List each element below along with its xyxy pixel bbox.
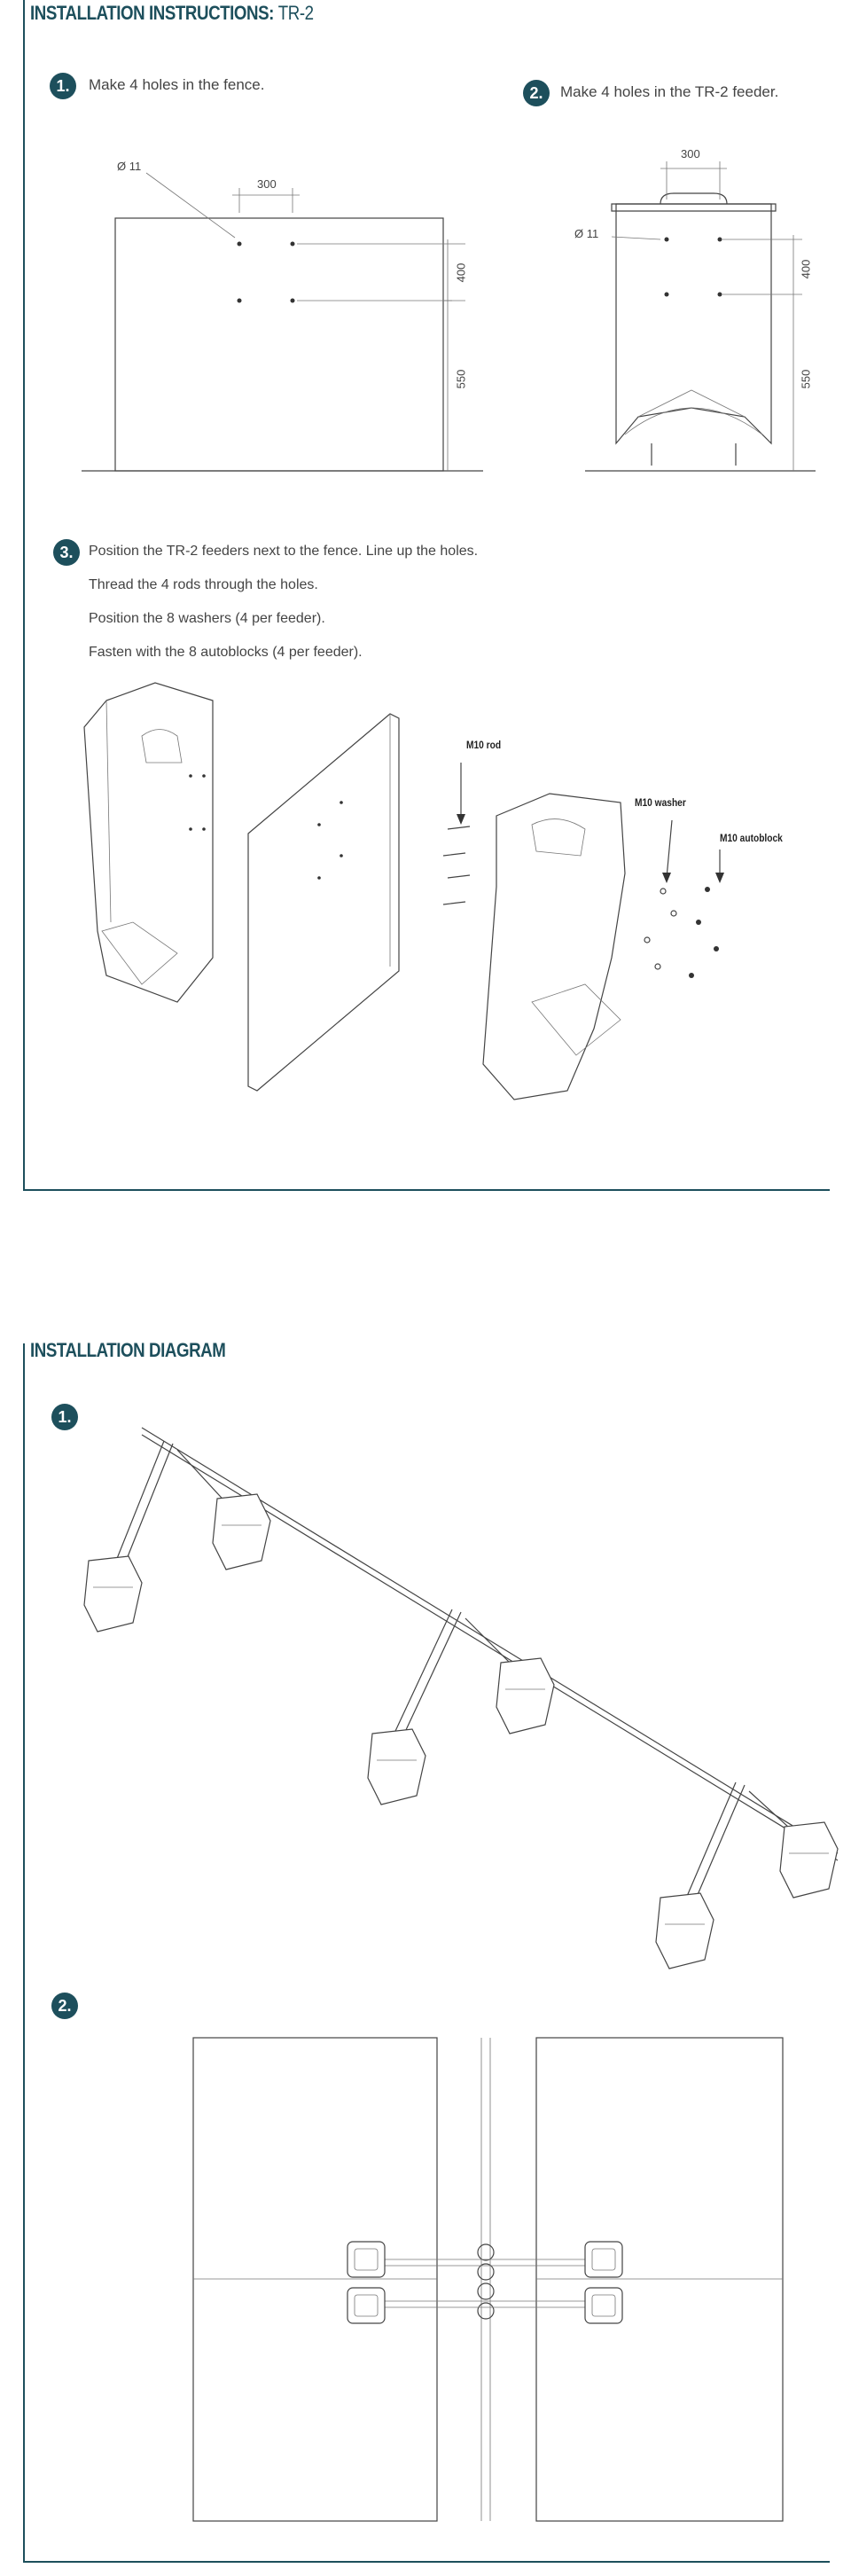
fence-hole [290, 298, 295, 303]
feeder-top-view [584, 2241, 623, 2278]
feeder-hole [717, 237, 722, 242]
rod-label: M10 rod [466, 739, 502, 751]
step2-badge: 2. [523, 80, 550, 106]
rods [442, 826, 471, 905]
feeder-unit [779, 1821, 839, 1899]
step1-text: Make 4 holes in the fence. [89, 76, 265, 93]
diagram1-badge: 1. [51, 1404, 78, 1430]
step3-line-4: Fasten with the 8 autoblocks (4 per feed… [89, 645, 363, 660]
feeder-hole-diagram [585, 161, 816, 472]
feeder-top-view [347, 2241, 386, 2278]
feeder-hole [664, 237, 669, 242]
section1-title: INSTALLATION INSTRUCTIONS: TR-2 [30, 2, 314, 24]
feeder-unit [367, 1728, 426, 1805]
isometric-installation-diagram [83, 1427, 839, 1969]
fence-hole-diagram [82, 172, 483, 472]
autoblocks [689, 887, 719, 978]
right-feeder [482, 793, 626, 1100]
fence-spacing-label: 300 [257, 177, 277, 191]
washer-label: M10 washer [635, 796, 686, 809]
section2-title: INSTALLATION DIAGRAM [30, 1339, 226, 1361]
step2-text: Make 4 holes in the TR-2 feeder. [560, 83, 779, 100]
feeder-unit [212, 1493, 271, 1570]
pen-left [192, 2037, 438, 2522]
step3-line-1: Position the TR-2 feeders next to the fe… [89, 544, 479, 559]
pen-right [535, 2037, 784, 2522]
step3-badge: 3. [53, 539, 80, 566]
feeder-unit [655, 1892, 714, 1969]
step3-line-2: Thread the 4 rods through the holes. [89, 577, 318, 592]
step1-badge: 1. [50, 73, 76, 99]
autoblock-label: M10 autoblock [720, 832, 783, 844]
feeder-hole [664, 292, 669, 297]
section2-bottom-rule [23, 2561, 830, 2563]
section1-bottom-rule [23, 1189, 830, 1191]
feeder-top-view [584, 2287, 623, 2324]
section1-left-rule [23, 0, 25, 1190]
step3-line-3: Position the 8 washers (4 per feeder). [89, 611, 325, 626]
feeder-body [615, 203, 772, 445]
feeder-spacing-label: 300 [681, 147, 700, 161]
fence-hole [237, 298, 242, 303]
fence-hole [237, 241, 242, 247]
feeder-hole [717, 292, 722, 297]
fence-hole [290, 241, 295, 247]
fence-diameter-label: Ø 11 [117, 160, 142, 173]
feeder-top-view [347, 2287, 386, 2324]
diagram2-badge: 2. [51, 1993, 78, 2019]
washers [644, 888, 677, 970]
feeder-diameter-label: Ø 11 [574, 227, 599, 240]
assembly-illustration [83, 682, 724, 1100]
feeder-unit [496, 1657, 555, 1734]
section2-left-rule [23, 1343, 25, 2563]
feeder-unit [83, 1555, 143, 1633]
